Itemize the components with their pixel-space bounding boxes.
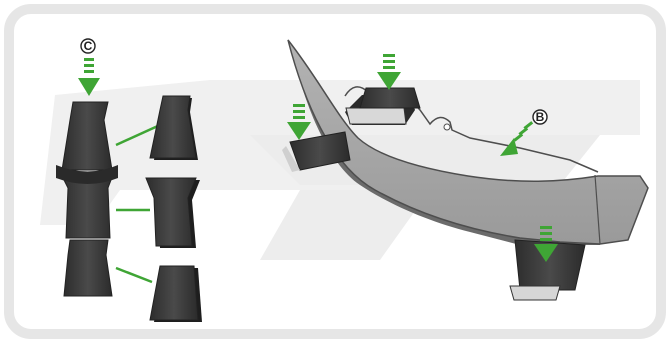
bumper-piece-3 xyxy=(149,265,202,322)
diagonal-arrow-icon xyxy=(500,121,534,156)
plate-bumper-bottom xyxy=(509,239,586,301)
callout-b-label: B xyxy=(536,110,545,124)
down-arrow-icon xyxy=(287,104,311,140)
callout-b: B xyxy=(532,109,548,125)
assembled-bumper-stack xyxy=(56,101,118,297)
down-arrow-icon xyxy=(534,226,558,262)
connector-line-bottom xyxy=(115,266,153,284)
callout-c: C xyxy=(80,38,96,54)
connector-lines xyxy=(115,123,161,284)
down-arrow-icon xyxy=(78,58,100,96)
plate-bumper-left xyxy=(282,131,351,172)
bumper-piece-2 xyxy=(145,177,200,248)
down-arrow-icon xyxy=(377,54,401,90)
callout-c-label: C xyxy=(84,39,93,53)
bumper-piece-1 xyxy=(149,95,198,160)
plate-bumper-top xyxy=(345,87,421,125)
connector-line-top xyxy=(115,123,161,147)
stack-piece-bottom xyxy=(63,239,113,297)
